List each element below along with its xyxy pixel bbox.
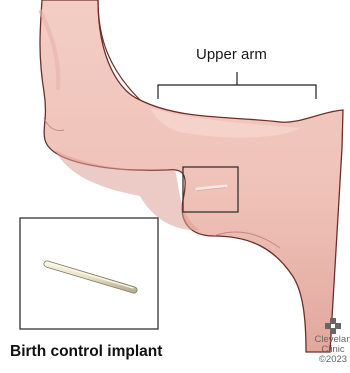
upper-arm-label: Upper arm: [196, 46, 267, 63]
cleveland-clinic-logo-icon: [325, 318, 341, 334]
brand-line-3: ©2023: [313, 355, 350, 365]
caption-title: Birth control implant: [10, 343, 162, 361]
upper-arm-bracket: [158, 85, 316, 99]
brand-watermark: Clevelan Clinic ©2023: [313, 318, 350, 365]
